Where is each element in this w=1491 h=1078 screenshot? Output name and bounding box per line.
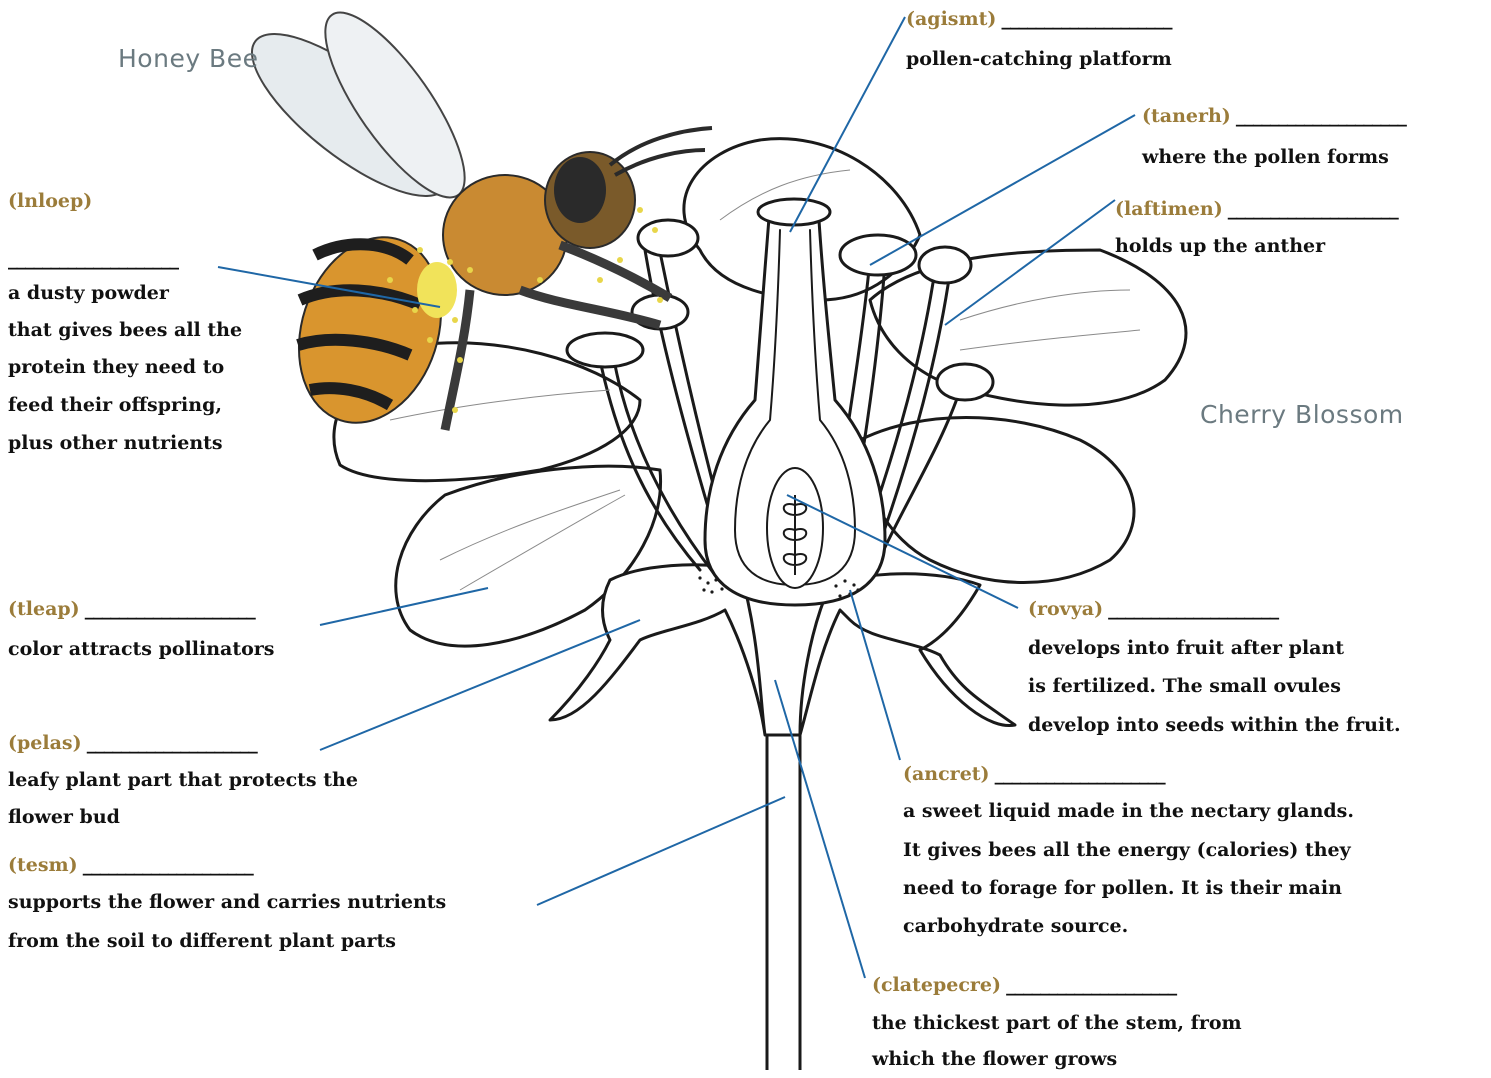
pollen-desc-1: a dusty powder <box>8 274 169 312</box>
bee-eye <box>554 157 606 223</box>
anther-6 <box>937 364 993 400</box>
leader-stem <box>537 797 785 905</box>
receptacle-desc-1: the thickest part of the stem, from <box>872 1004 1242 1042</box>
anther-3 <box>638 220 698 256</box>
pollen-desc-4: feed their offspring, <box>8 386 222 424</box>
bee-antennae <box>610 128 712 175</box>
nectar-desc-2: It gives bees all the energy (calories) … <box>903 831 1351 869</box>
stem-desc-1: supports the flower and carries nutrient… <box>8 883 446 921</box>
ovary-desc-2: is fertilized. The small ovules <box>1028 667 1341 705</box>
filament-hint: (laftimen) <box>1115 198 1223 220</box>
nectar-desc-3: need to forage for pollen. It is their m… <box>903 869 1342 907</box>
stem-hint: (tesm) <box>8 854 78 876</box>
stigma-label: (agismt) ____________________ <box>906 0 1171 39</box>
pollen-desc-2: that gives bees all the <box>8 311 242 349</box>
anther-desc: where the pollen forms <box>1142 138 1389 176</box>
anther-label: (tanerh) ____________________ <box>1142 97 1406 136</box>
pollen-label: (lnloep) <box>8 182 92 221</box>
pollen-hint: (lnloep) <box>8 190 92 212</box>
receptacle-desc-2: which the flower grows <box>872 1040 1117 1078</box>
pollen-desc-5: plus other nutrients <box>8 424 223 462</box>
receptacle-hint: (clatepecre) <box>872 974 1001 996</box>
ovary-label: (rovya) ____________________ <box>1028 590 1278 629</box>
petal-desc: color attracts pollinators <box>8 630 275 668</box>
stigma-desc: pollen-catching platform <box>906 40 1172 78</box>
petal-blank[interactable]: ____________________ <box>85 598 255 620</box>
stem-blank[interactable]: ____________________ <box>83 854 253 876</box>
stem-label: (tesm) ____________________ <box>8 846 253 885</box>
petal-hint: (tleap) <box>8 598 80 620</box>
nectar-desc-1: a sweet liquid made in the nectary gland… <box>903 792 1354 830</box>
stigma-tip <box>758 199 830 225</box>
filament-label: (laftimen) ____________________ <box>1115 190 1398 229</box>
nectar-desc-4: carbohydrate source. <box>903 907 1128 945</box>
leader-receptacle <box>775 680 865 978</box>
petal-label: (tleap) ____________________ <box>8 590 255 629</box>
bee-title: Honey Bee <box>118 44 258 73</box>
flower-title: Cherry Blossom <box>1200 400 1404 429</box>
ovary-desc-3: develop into seeds within the fruit. <box>1028 706 1401 744</box>
pollen-desc-3: protein they need to <box>8 348 224 386</box>
anther-1 <box>567 333 643 367</box>
receptacle-blank[interactable]: ____________________ <box>1006 974 1176 996</box>
petal-right-lower <box>860 418 1134 583</box>
leader-anther <box>870 115 1135 265</box>
nectar-label: (ancret) ____________________ <box>903 755 1165 794</box>
anther-blank[interactable]: ____________________ <box>1236 105 1406 127</box>
sepal-blank[interactable]: ____________________ <box>87 732 257 754</box>
ovary-blank[interactable]: ____________________ <box>1108 598 1278 620</box>
anther-hint: (tanerh) <box>1142 105 1231 127</box>
receptacle-label: (clatepecre) ____________________ <box>872 966 1176 1005</box>
nectar-blank[interactable]: ____________________ <box>995 763 1165 785</box>
bee-pollen-basket <box>417 262 457 318</box>
stigma-hint: (agismt) <box>906 8 996 30</box>
stigma-blank[interactable]: ____________________ <box>1001 8 1171 30</box>
sepal-desc-1: leafy plant part that protects the <box>8 761 358 799</box>
nectar-hint: (ancret) <box>903 763 990 785</box>
anther-5 <box>919 247 971 283</box>
petal-right <box>870 250 1186 405</box>
sepal-hint: (pelas) <box>8 732 82 754</box>
sepal-desc-2: flower bud <box>8 798 120 836</box>
pollen-blank[interactable]: ____________________ <box>8 248 178 270</box>
filament-blank[interactable]: ____________________ <box>1228 198 1398 220</box>
filament-desc: holds up the anther <box>1115 227 1325 265</box>
ovary-desc-1: develops into fruit after plant <box>1028 629 1344 667</box>
stem-desc-2: from the soil to different plant parts <box>8 922 396 960</box>
sepal-label: (pelas) ____________________ <box>8 724 257 763</box>
ovary-hint: (rovya) <box>1028 598 1103 620</box>
anther-4 <box>840 235 916 275</box>
